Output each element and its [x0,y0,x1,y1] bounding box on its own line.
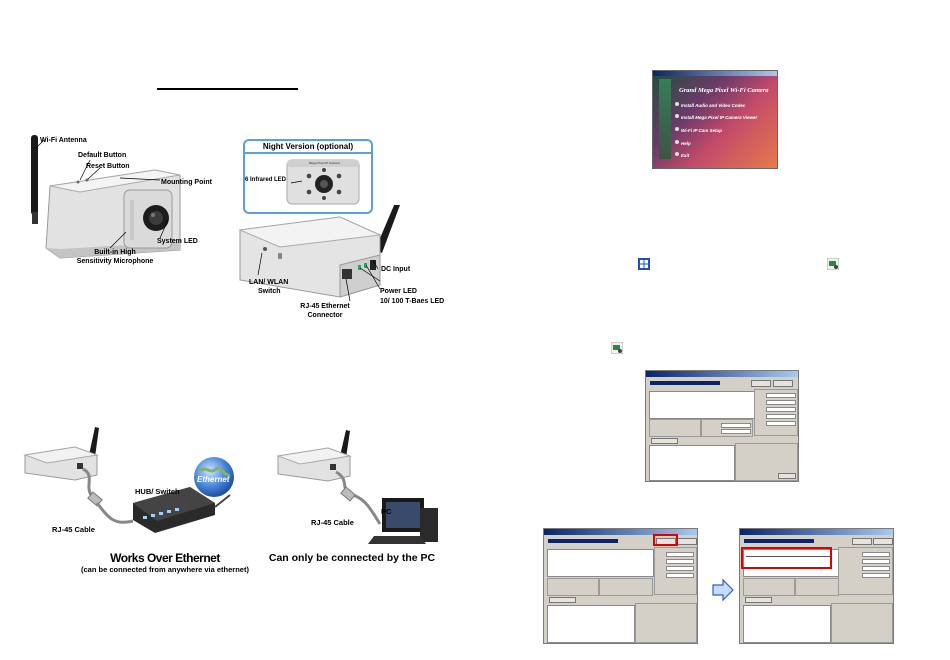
label-default-button: Default Button [78,152,127,159]
label-wifi-antenna: Wi-Fi Antenna [40,137,87,144]
night-camera-illustration [286,159,360,205]
installer-menu-item-3[interactable]: Wi-Fi IP Cam Setup [681,128,723,133]
ethernet-globe-icon [194,457,234,497]
dialog-button[interactable] [773,380,793,387]
night-version-box: Night Version (optional) [243,139,373,214]
found-device-highlight [741,547,832,569]
label-cam-brand: Mega Pixel IP Camera [309,161,340,165]
label-power-led: Power LED [380,288,417,295]
label-system-led: System LED [157,238,198,245]
setup-dialog-after [739,528,894,644]
label-pc: PC [381,507,392,516]
camera-setup-icon [827,258,839,270]
setup-dialog [645,370,799,482]
label-rj45-1: RJ-45 Ethernet [300,303,350,310]
label-mounting-point: Mounting Point [161,179,212,186]
caption-connected-by-pc: Can only be connected by the PC [268,552,436,564]
search-button-highlight [653,534,678,546]
camera-setup-icon [611,342,623,354]
installer-menu-item-2[interactable]: Install Mega Pixel IP Camera Viewer [681,115,758,120]
installer-menu-item-4[interactable]: Help [681,141,691,146]
caption-ethernet-note: (can be connected from anywhere via ethe… [81,565,249,574]
installer-menu-item-5[interactable]: Exit [681,153,690,158]
search-button[interactable] [751,380,771,387]
installer-menu-item-1[interactable]: Install Audio and Video Codec [681,103,746,108]
label-microphone-1: Built-in High [94,249,136,256]
label-reset-button: Reset Button [86,163,130,170]
label-hub-switch: HUB/ Switch [135,487,180,496]
setup-dialog-before [543,528,698,644]
label-rj45-cable-right: RJ-45 Cable [311,518,354,527]
device-list[interactable] [649,391,755,419]
installer-title: Grand Mega Pixel Wi-Fi Camera [679,87,769,94]
installer-window: Grand Mega Pixel Wi-Fi Camera Install Au… [652,70,778,169]
label-rj45-2: Connector [307,312,343,319]
label-ethernet: Ethernet [197,475,230,484]
label-microphone-2: Sensitivity Microphone [76,258,154,265]
label-lan-wlan-2: Switch [258,288,281,295]
camera-front-illustration [31,135,181,259]
section-title-underline [157,88,298,90]
night-version-title: Night Version (optional) [245,141,371,154]
ethernet-connection-illustration [23,427,231,533]
installer-titlebar [653,71,777,76]
label-dc-input: DC Input [381,266,411,273]
label-tbase-led: 10/ 100 T-Baes LED [380,298,445,305]
camera-back-illustration [238,205,400,302]
caption-works-over-ethernet: Works Over Ethernet [110,551,220,565]
label-lan-wlan-1: LAN/ WLAN [249,279,289,286]
next-arrow-icon [712,578,734,602]
wireless-list[interactable] [649,445,735,481]
label-infrared-led: 6 Infrared LED [245,177,287,183]
pc-connection-illustration [276,430,438,544]
label-rj45-cable-left: RJ-45 Cable [52,525,95,534]
windows-start-icon [638,258,650,270]
